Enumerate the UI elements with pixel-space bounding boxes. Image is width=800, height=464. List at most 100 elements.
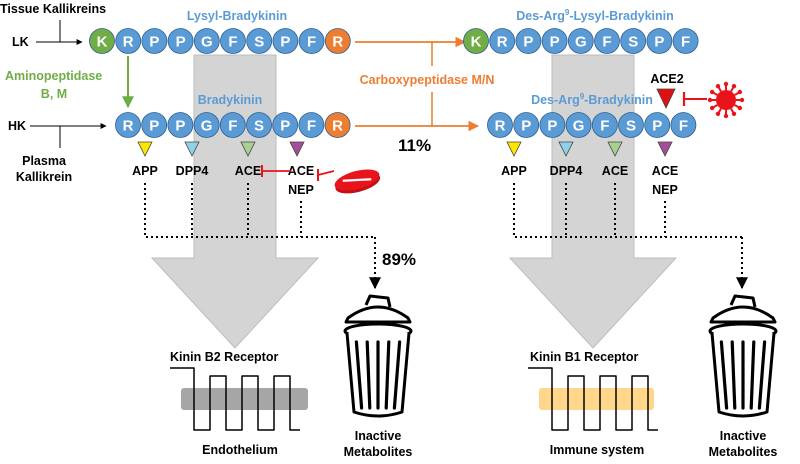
residue-letter: P (280, 118, 290, 135)
aminopeptidase-label: Aminopeptidase (5, 69, 102, 83)
residue-f: F (591, 112, 618, 138)
residue-f: F (594, 28, 620, 54)
residue-f: F (298, 28, 325, 54)
residue-letter: P (176, 34, 186, 51)
residue-g: G (565, 112, 592, 138)
residue-letter: P (280, 34, 290, 51)
nep-label: NEP (288, 183, 314, 197)
right-degradation-route (513, 183, 748, 290)
b2-receptor-label: Kinin B2 Receptor (170, 350, 278, 364)
hk-label: HK (8, 119, 26, 133)
inactive-label: Inactive (720, 429, 767, 443)
trash-can-icon (708, 294, 778, 418)
trash-can-icon (343, 294, 413, 418)
bradykinin-suffix: -Bradykinin (584, 93, 653, 107)
ace-marker (240, 141, 256, 157)
residue-g: G (193, 28, 220, 54)
residue-r: R (115, 112, 141, 138)
residue-p: P (167, 28, 194, 54)
residue-p: P (141, 28, 168, 54)
residue-letter: S (254, 118, 264, 135)
residue-letter: P (521, 118, 531, 135)
residue-letter: G (201, 118, 213, 135)
residue-letter: P (547, 118, 557, 135)
app-label: APP (501, 164, 527, 178)
residue-k: K (463, 28, 489, 54)
b1-binding-arrow (508, 54, 678, 349)
residue-letter: R (497, 34, 508, 51)
metabolites-label: Metabolites (344, 445, 413, 459)
nep-label: NEP (652, 183, 678, 197)
residue-r: R (489, 28, 516, 54)
plasma-label: Plasma (22, 154, 67, 168)
residue-s: S (246, 28, 273, 54)
residue-letter: P (175, 118, 185, 135)
b2-binding-arrow (150, 54, 320, 349)
bradykinin-label: Bradykinin (198, 93, 263, 107)
residue-letter: P (550, 34, 560, 51)
ace-label-2: ACE (652, 164, 678, 178)
residue-letter: R (123, 118, 134, 135)
residue-letter: F (307, 118, 316, 135)
residue-letter: K (471, 34, 482, 51)
hk-input-arrow (30, 123, 107, 148)
residue-p: P (539, 112, 566, 138)
residue-letter: P (652, 118, 662, 135)
lk-input-arrow (36, 20, 83, 45)
residue-letter: F (679, 118, 688, 135)
dpp4-label: DPP4 (176, 164, 209, 178)
ace2-inhibition (682, 92, 707, 106)
residue-letter: P (654, 34, 664, 51)
residue-letter: F (602, 34, 611, 51)
residue-p: P (272, 28, 299, 54)
superscript-9: 9 (580, 92, 585, 101)
app-marker (137, 141, 153, 157)
residue-s: S (246, 112, 272, 138)
residue-letter: G (573, 118, 585, 135)
residue-letter: R (332, 34, 343, 51)
metabolites-label: Metabolites (709, 445, 778, 459)
ace2-label: ACE2 (650, 72, 683, 86)
residue-p: P (167, 112, 194, 138)
ace-inhibitor (261, 165, 381, 194)
lysyl-bradykinin-label: Lysyl-Bradykinin (187, 9, 287, 23)
dpp4-marker (558, 141, 574, 157)
carboxypeptidase-arrows (355, 36, 480, 132)
ace2-marker (656, 88, 676, 109)
residue-k: K (89, 28, 115, 54)
residue-s: S (618, 112, 644, 138)
residue-letter: F (228, 118, 237, 135)
residue-r: R (115, 28, 142, 54)
b2-location-label: Endothelium (202, 443, 278, 457)
residue-p: P (541, 28, 568, 54)
b1-receptor-icon (528, 367, 658, 431)
residue-letter: P (149, 34, 159, 51)
residue-f: F (670, 112, 697, 138)
b1-membrane-band (539, 388, 654, 410)
carboxypeptidase-label: Carboxypeptidase M/N (360, 73, 495, 87)
residue-letter: R (123, 34, 134, 51)
tissue-kallikreins-label: Tissue Kallikreins (0, 2, 106, 16)
residue-p: P (141, 112, 168, 138)
ace-label-2: ACE (288, 164, 314, 178)
b2-receptor-icon (170, 367, 300, 431)
residue-letter: F (307, 34, 316, 51)
b2-membrane-band (181, 388, 308, 410)
des-arg9-lysyl-bradykinin-label: Des-Arg9-Lysyl-Bradykinin (516, 8, 674, 23)
residue-r: R (487, 112, 513, 138)
residue-letter: G (201, 34, 213, 51)
ace-nep-marker (657, 141, 673, 157)
residue-f: F (220, 28, 246, 54)
b2-route-percentage: 89% (382, 250, 416, 269)
residue-s: S (620, 28, 647, 54)
des-arg-prefix: Des-Arg (516, 9, 565, 23)
superscript-9: 9 (565, 8, 570, 17)
residue-letter: P (523, 34, 533, 51)
b1-location-label: Immune system (550, 443, 644, 457)
app-label: APP (132, 164, 158, 178)
residue-f: F (672, 28, 699, 54)
residue-letter: S (628, 34, 638, 51)
